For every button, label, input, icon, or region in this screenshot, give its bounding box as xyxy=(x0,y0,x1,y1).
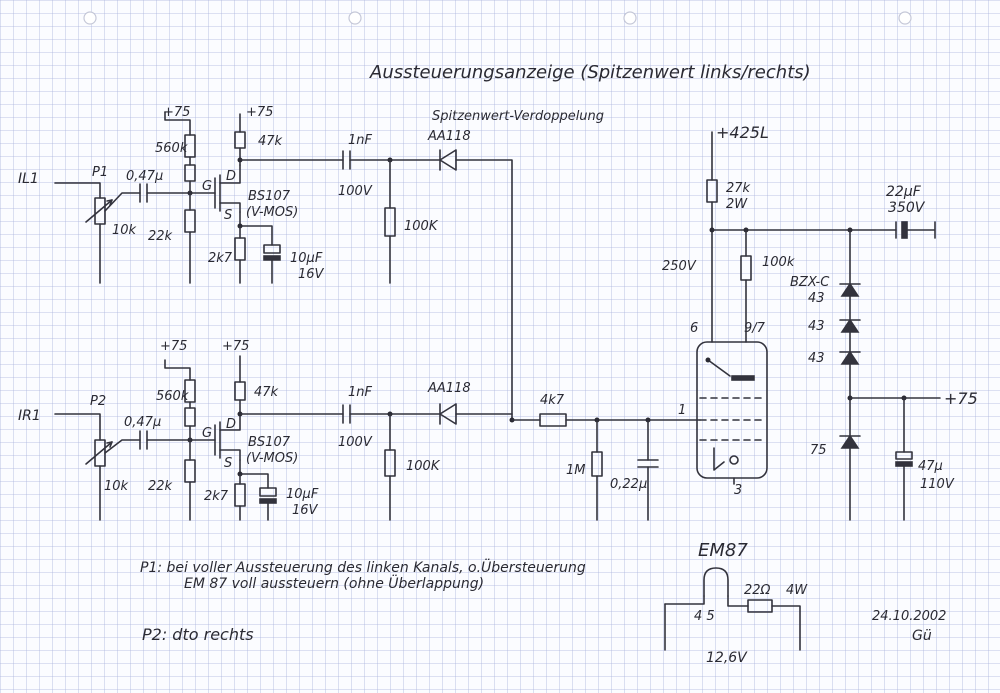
right-shunt-r-label: 100K xyxy=(406,459,441,474)
right-cap-in-label: 0,47µ xyxy=(124,415,161,430)
left-gate-label: G xyxy=(202,179,212,194)
hv-r-power: 2W xyxy=(726,197,748,212)
heater-voltage-label: 12,6V xyxy=(706,650,748,666)
left-diode-label: AA118 xyxy=(427,129,471,144)
left-fet-type: (V-MOS) xyxy=(246,205,298,220)
left-drain-supply: +75 xyxy=(246,105,273,120)
zener-type-label: BZX-C xyxy=(790,275,830,290)
right-source-r-label: 2k7 xyxy=(204,489,229,504)
right-drain-r-label: 47k xyxy=(254,385,279,400)
left-pot-label: P1 xyxy=(92,165,108,180)
left-source-cap-label: 10µF xyxy=(290,251,323,266)
signature-date: 24.10.2002 xyxy=(872,609,946,624)
left-coupling-cap-label: 1nF xyxy=(348,133,373,148)
anode-r-label: 100k xyxy=(762,255,795,270)
right-input-label: IR1 xyxy=(18,408,41,424)
right-drain-label: D xyxy=(226,417,236,432)
left-r-lower-label: 22k xyxy=(148,229,173,244)
right-diode-label: AA118 xyxy=(427,381,471,396)
hv-r-label: 27k xyxy=(726,181,751,196)
note-p1-line2: EM 87 voll aussteuern (ohne Überlappung) xyxy=(184,574,484,592)
heater-resistor-power: 4W xyxy=(786,583,808,598)
note-p1-line1: P1: bei voller Aussteuerung des linken K… xyxy=(140,558,586,576)
zener-1-label: 43 xyxy=(808,291,825,306)
right-channel: IR1 P2 10k 0,47µ +75 560k 22k G D S BS10… xyxy=(18,339,513,521)
heater-resistor-label: 22Ω xyxy=(744,583,771,598)
signature-initials: Gü xyxy=(912,628,932,644)
tube-pin-6: 6 xyxy=(690,321,698,336)
left-bias-supply: +75 xyxy=(163,105,190,120)
title: Aussteuerungsanzeige (Spitzenwert links/… xyxy=(369,62,811,83)
right-coupling-cap-v: 100V xyxy=(338,435,373,450)
tube-pin-917: 9/7 xyxy=(744,321,766,336)
right-bias-supply: +75 xyxy=(160,339,187,354)
right-drain-supply: +75 xyxy=(222,339,249,354)
left-drain-label: D xyxy=(226,169,236,184)
filter-cap-v: 350V xyxy=(888,200,926,216)
right-r-upper-label: 560k xyxy=(156,389,189,404)
zener-4-label: 75 xyxy=(810,443,827,458)
grid-cap-label: 0,22µ xyxy=(610,477,647,492)
zener-3-label: 43 xyxy=(808,351,825,366)
tube-pin-3: 3 xyxy=(734,483,742,498)
left-source-r-label: 2k7 xyxy=(208,251,233,266)
right-r-lower-label: 22k xyxy=(148,479,173,494)
out-cap-v: 110V xyxy=(920,477,955,492)
right-coupling-cap-label: 1nF xyxy=(348,385,373,400)
grid-r-label: 1M xyxy=(566,463,586,478)
right-gate-label: G xyxy=(202,426,212,441)
left-fet-label: BS107 xyxy=(248,189,291,204)
left-shunt-r-label: 100K xyxy=(404,219,439,234)
heater-pins-label: 4 5 xyxy=(694,609,715,624)
right-pot-label: P2 xyxy=(90,394,106,409)
left-source-label: S xyxy=(224,208,232,223)
out-cap-label: 47µ xyxy=(918,459,943,474)
subtitle: Spitzenwert-Verdoppelung xyxy=(432,109,604,124)
note-p2: P2: dto rechts xyxy=(142,625,254,644)
hv-supply-label: +425L xyxy=(716,123,769,142)
series-r-label: 4k7 xyxy=(540,393,565,408)
left-drain-r-label: 47k xyxy=(258,134,283,149)
right-fet-label: BS107 xyxy=(248,435,291,450)
binder-holes xyxy=(83,11,912,25)
left-coupling-cap-v: 100V xyxy=(338,184,373,199)
left-channel: IL1 P1 10k 0,47µ +75 560k 22k G D S BS10 xyxy=(18,105,513,421)
right-fet-type: (V-MOS) xyxy=(246,451,298,466)
left-pot-value: 10k xyxy=(112,223,137,238)
output-stage: 4k7 1M 0,22µ 1 6 9/7 3 +425L 27k 2W xyxy=(509,123,978,521)
left-input-label: IL1 xyxy=(18,171,39,187)
right-source-label: S xyxy=(224,456,232,471)
filter-cap-label: 22µF xyxy=(886,184,922,200)
left-source-cap-v: 16V xyxy=(298,267,325,282)
node-voltage-label: 250V xyxy=(662,259,697,274)
heater-tube-label: EM87 xyxy=(698,540,748,561)
heater-circuit: EM87 4 5 22Ω 4W 12,6V xyxy=(664,540,808,666)
tube-pin-1: 1 xyxy=(678,403,686,418)
zener-2-label: 43 xyxy=(808,319,825,334)
left-r-upper-label: 560k xyxy=(155,141,188,156)
out-supply-label: +75 xyxy=(944,389,978,408)
left-cap-in-label: 0,47µ xyxy=(126,169,163,184)
right-pot-value: 10k xyxy=(104,479,129,494)
right-source-cap-label: 10µF xyxy=(286,487,319,502)
right-source-cap-v: 16V xyxy=(292,503,319,518)
